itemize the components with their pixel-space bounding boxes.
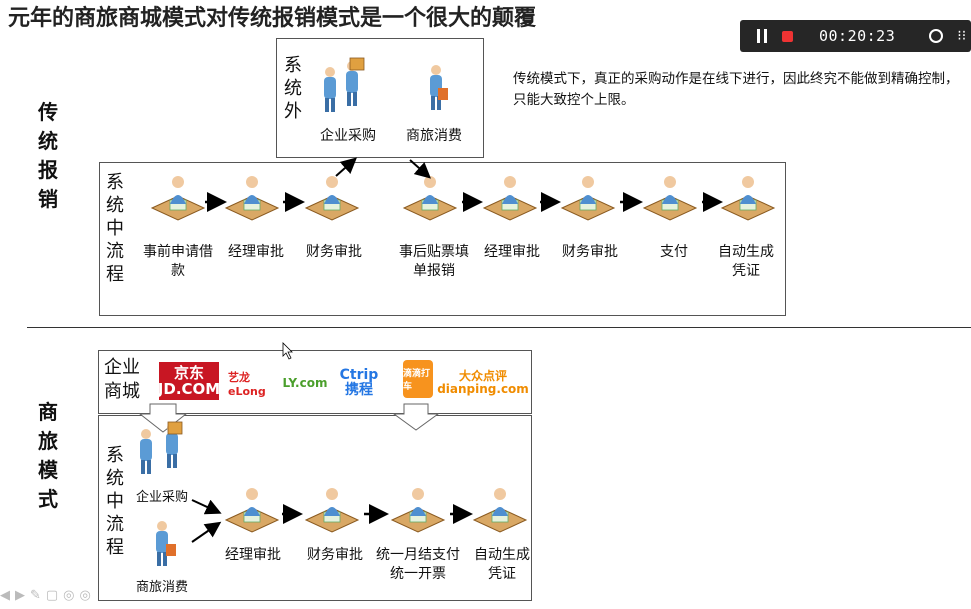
screenshot-icon[interactable] <box>929 29 944 43</box>
outside-item-travel: 商旅消费 <box>406 128 462 144</box>
down-arrow-right-icon <box>392 403 440 431</box>
source-travel: 商旅消费 <box>135 580 188 595</box>
source-purchase: 企业采购 <box>135 490 188 505</box>
more-icon[interactable]: ⁝⁝ <box>957 28 967 44</box>
ctrip-logo-en: Ctrip <box>339 367 379 383</box>
slide-nav-controls[interactable]: ◀▶✎▢◎◎ <box>0 588 96 603</box>
mall-desk-icon-3 <box>391 487 445 533</box>
didi-logo: 滴滴打车 <box>403 360 433 398</box>
desk-icon-6 <box>561 175 615 221</box>
desk-icon-4 <box>403 175 457 221</box>
mall-step-voucher: 自动生成凭证 <box>474 547 530 582</box>
outside-label: 系统外 <box>284 55 302 122</box>
mall-step-monthly: 统一月结支付统一开票 <box>376 547 460 582</box>
outside-item-purchase: 企业采购 <box>320 128 376 144</box>
desk-icon-8 <box>721 175 775 221</box>
suitcase-icon <box>438 88 448 100</box>
desk-icon-2 <box>225 175 279 221</box>
outside-system-box <box>276 38 484 158</box>
ly-logo: LY.com <box>282 376 328 390</box>
mall-desk-icon-2 <box>305 487 359 533</box>
mall-label: 企业商城 <box>104 357 140 402</box>
mall-step-finance: 财务审批 <box>307 547 363 563</box>
stop-icon[interactable] <box>782 30 793 42</box>
purchase-person-icon <box>324 67 336 112</box>
desk-icon-3 <box>305 175 359 221</box>
mall-desk-icon-1 <box>225 487 279 533</box>
mall-side-label: 商旅模式 <box>38 400 58 511</box>
mall-step-manager: 经理审批 <box>225 547 281 563</box>
mouse-cursor-icon <box>282 342 293 360</box>
step-manager-approval: 经理审批 <box>228 244 284 260</box>
elong-logo: 艺龙 eLong <box>228 370 266 398</box>
traditional-side-label: 传统报销 <box>38 100 58 211</box>
desk-icon-5 <box>483 175 537 221</box>
jd-logo: 京东 JD.COM <box>157 362 221 400</box>
mall-desk-icon-4 <box>473 487 527 533</box>
ctrip-logo: Ctrip 携程 <box>330 364 388 402</box>
desk-icon-7 <box>643 175 697 221</box>
package-icon <box>349 57 365 71</box>
step-finance-approval-2: 财务审批 <box>562 244 618 260</box>
travel-person-icon <box>430 65 442 110</box>
slide-title: 元年的商旅商城模式对传统报销模式是一个很大的颠覆 <box>8 6 537 31</box>
traditional-note: 传统模式下，真正的采购动作是在线下进行，因此终究不能做到精确控制，只能大致控个上… <box>513 71 959 108</box>
traditional-inside-label: 系统中流程 <box>106 172 124 285</box>
jd-logo-cn: 京东 <box>173 364 204 382</box>
mall-travel-person-icon <box>156 521 168 566</box>
mall-purchase-person-icon <box>140 429 152 474</box>
ctrip-logo-cn: 携程 <box>345 382 373 398</box>
dianping-logo-en: dianping.com <box>437 382 529 396</box>
jd-logo-en: JD.COM <box>157 380 221 398</box>
recording-toolbar: 00:20:23 ⁝⁝ <box>740 20 971 52</box>
section-divider <box>27 327 971 328</box>
step-pre-apply: 事前申请借款 <box>143 244 213 279</box>
step-manager-approval-2: 经理审批 <box>484 244 540 260</box>
recording-timer: 00:20:23 <box>819 27 896 45</box>
step-finance-approval: 财务审批 <box>306 244 362 260</box>
dianping-logo-cn: 大众点评 <box>458 369 507 383</box>
pause-icon[interactable] <box>754 29 772 43</box>
step-post-reimburse: 事后贴票填单报销 <box>399 244 469 279</box>
mall-inside-label: 系统中流程 <box>106 445 124 558</box>
step-pay: 支付 <box>660 244 688 260</box>
dianping-logo: 大众点评 dianping.com <box>437 364 529 402</box>
desk-icon-1 <box>151 175 205 221</box>
step-auto-voucher: 自动生成凭证 <box>718 244 774 279</box>
